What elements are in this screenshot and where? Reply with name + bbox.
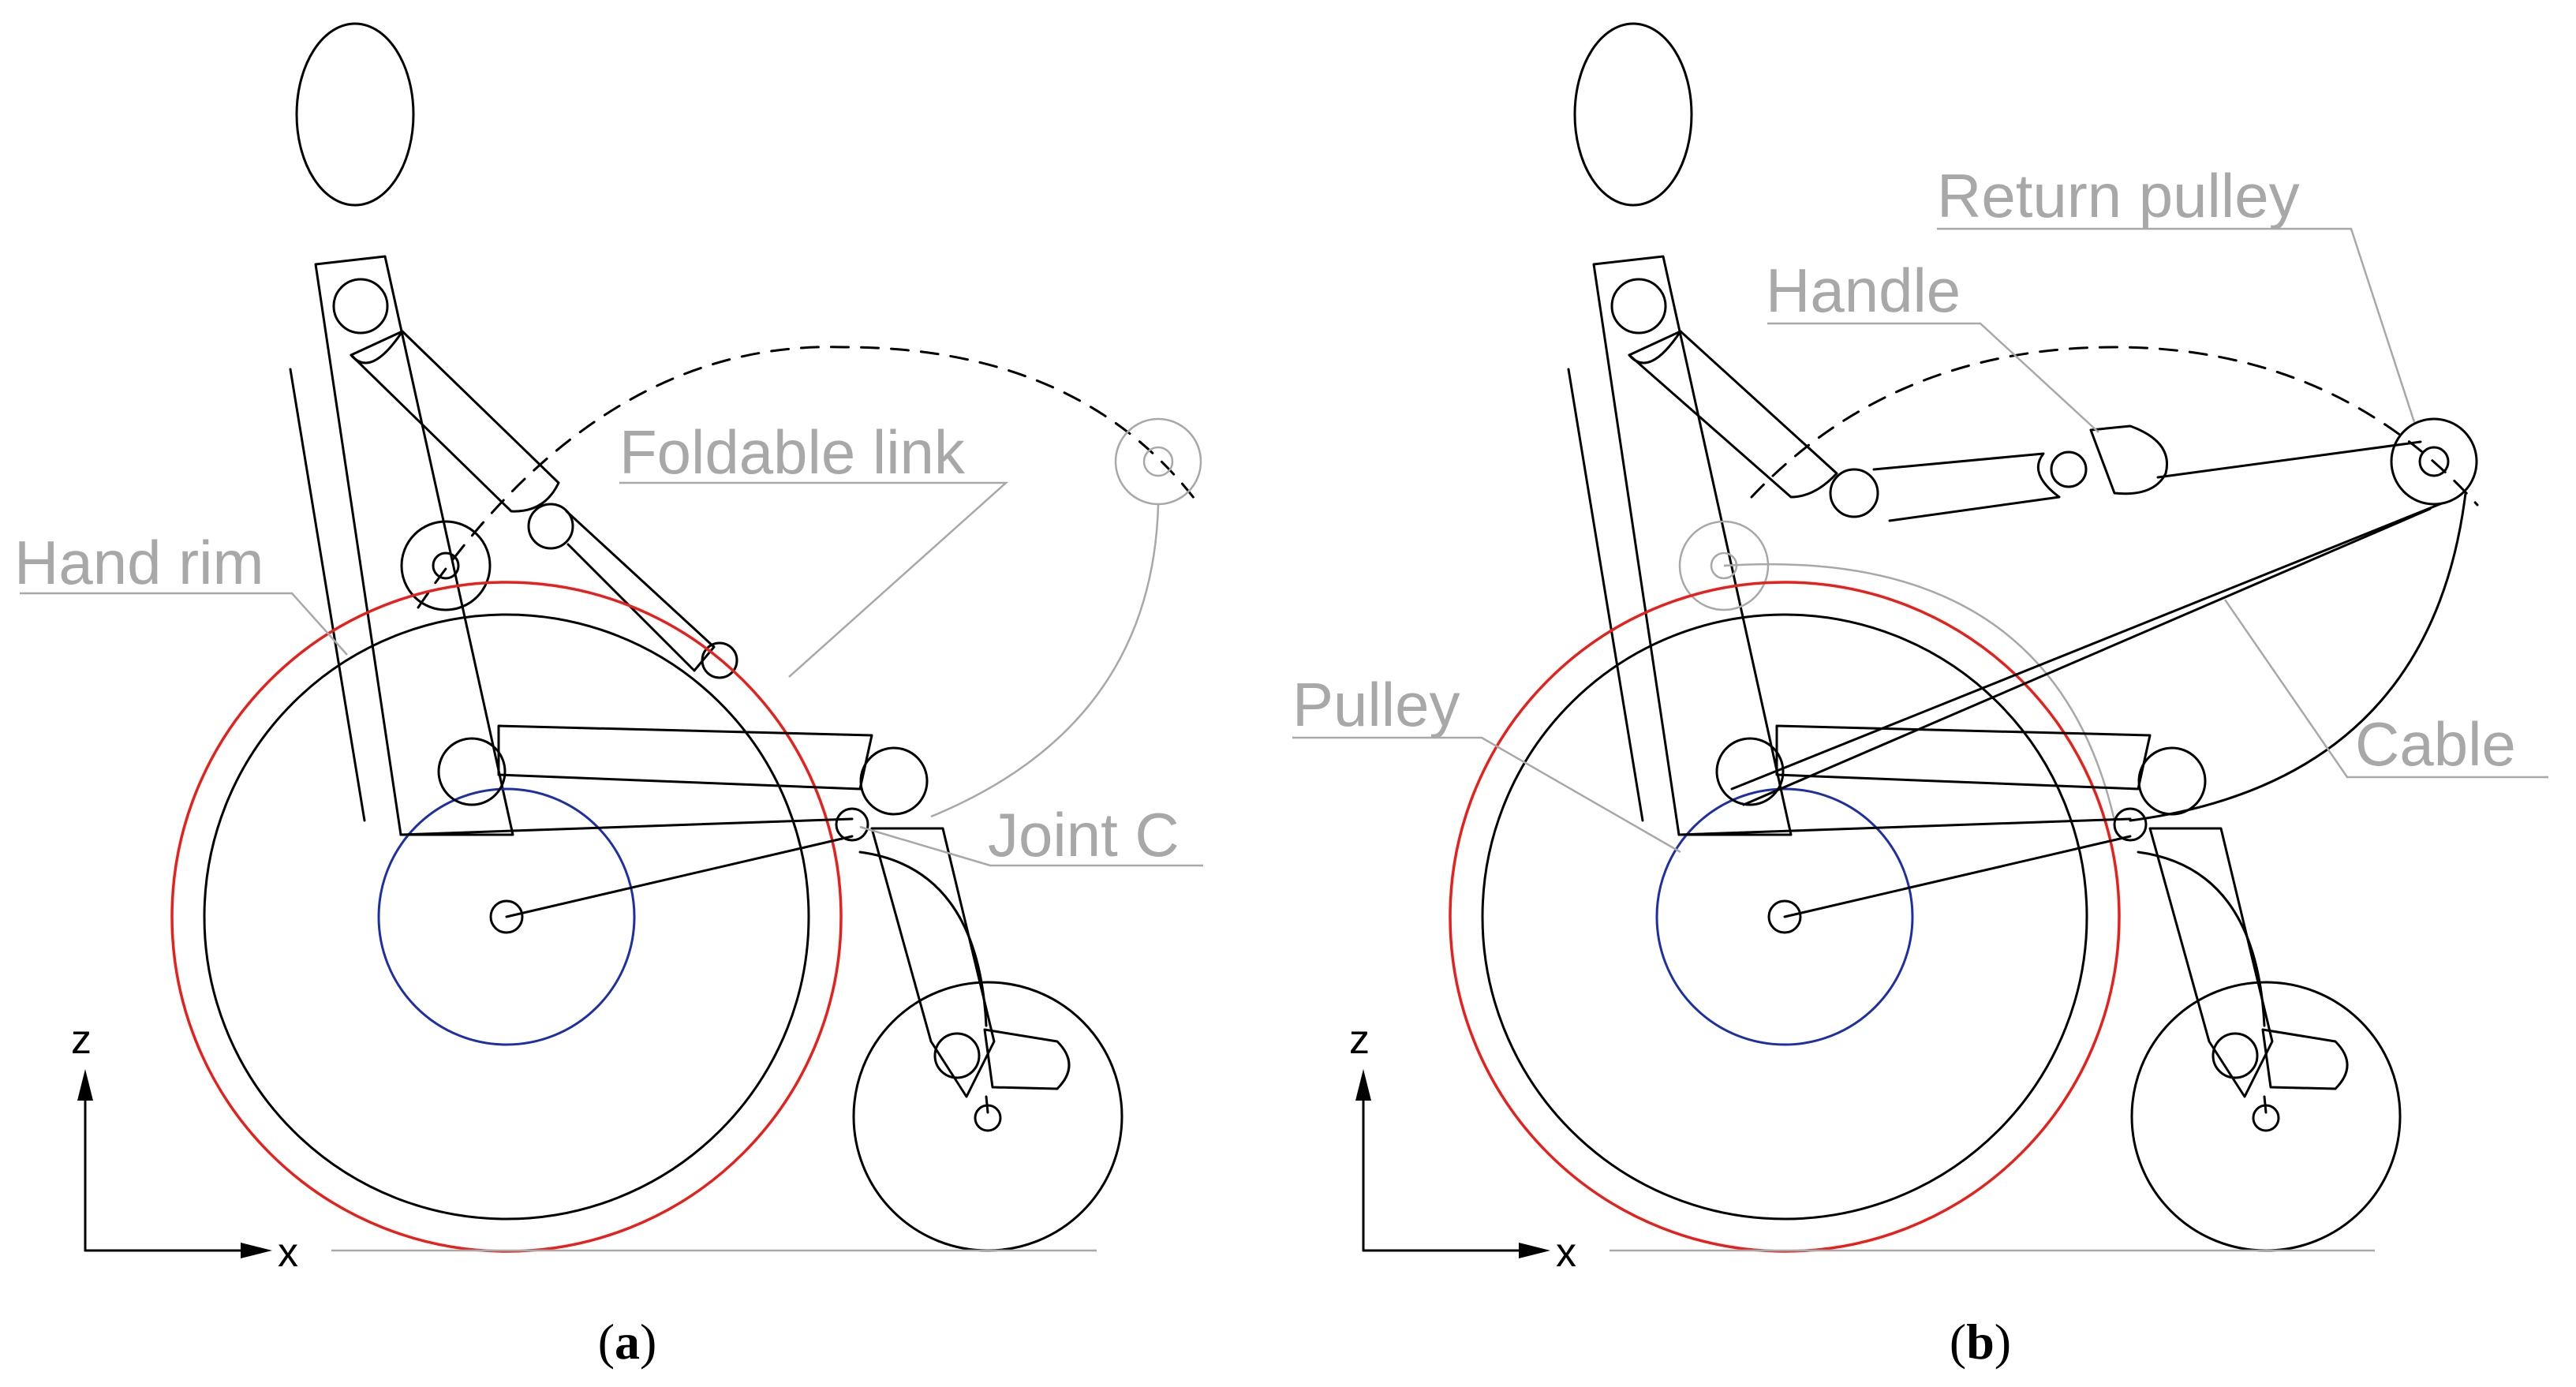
handle-label: Handle bbox=[1766, 256, 1961, 325]
cable bbox=[1730, 440, 2467, 822]
ghost-joint-outer bbox=[1114, 417, 1202, 506]
joint-c-label: Joint C bbox=[988, 800, 1180, 869]
ghost-joint-inner bbox=[1142, 446, 1174, 477]
foldable-link-leader bbox=[619, 481, 1009, 678]
foldable-link-arc bbox=[417, 346, 1201, 609]
panel-a: Foldable link Hand rim Joint C z x (a) bbox=[14, 22, 1203, 1370]
return-pulley-label: Return pulley bbox=[1937, 161, 2300, 230]
z-axis-label: z bbox=[71, 1017, 92, 1063]
occupant-head bbox=[1573, 22, 1693, 207]
wheel-hub bbox=[489, 899, 524, 934]
backrest bbox=[289, 255, 514, 836]
pulley-leader bbox=[1292, 736, 1681, 854]
pulley bbox=[377, 787, 636, 1046]
main-wheel bbox=[203, 613, 810, 1221]
x-axis-label: x bbox=[1556, 1230, 1576, 1276]
ghost-shoulder-outer bbox=[1678, 520, 1770, 611]
x-axis-label: x bbox=[278, 1230, 298, 1276]
handle bbox=[2089, 424, 2168, 495]
pulley-label: Pulley bbox=[1292, 670, 1460, 739]
cable-label: Cable bbox=[2355, 709, 2516, 779]
caster-wheel bbox=[2130, 981, 2402, 1252]
cable-leader bbox=[2223, 599, 2548, 779]
handle-arc bbox=[1750, 346, 2479, 507]
return-pulley-inner bbox=[2418, 446, 2450, 477]
return-pulley-outer bbox=[2390, 417, 2478, 506]
joint-c-leader bbox=[859, 825, 1203, 867]
caption-b: (b) bbox=[1950, 1314, 2011, 1370]
handle-leader bbox=[1767, 322, 2099, 433]
foldable-link-upper bbox=[350, 330, 738, 679]
foldable-link-label: Foldable link bbox=[619, 417, 966, 487]
main-wheel bbox=[1481, 613, 2088, 1221]
seat-frame bbox=[399, 724, 929, 918]
shoulder-joint-outer bbox=[400, 520, 492, 611]
return-pulley-leader bbox=[1937, 227, 2416, 423]
caption-a: (a) bbox=[598, 1314, 657, 1370]
ghost-arc bbox=[930, 504, 1160, 818]
axes-a: z x bbox=[71, 1017, 298, 1276]
panel-b: Return pulley Handle Pulley Cable z x (b… bbox=[1292, 22, 2548, 1370]
pulley bbox=[1655, 787, 1914, 1046]
caster-wheel bbox=[852, 981, 1123, 1252]
foldable-link-unfolded bbox=[1829, 424, 2168, 522]
seat-frame bbox=[1677, 724, 2207, 918]
occupant-head bbox=[295, 22, 415, 207]
hand-rim-leader bbox=[20, 592, 348, 656]
leg-link bbox=[858, 827, 1071, 1132]
wheel-hub bbox=[1767, 899, 1802, 934]
shoulder-joint-inner bbox=[432, 551, 460, 580]
axes-b: z x bbox=[1349, 1017, 1576, 1276]
cable-route-grey bbox=[1723, 563, 2116, 821]
z-axis-label: z bbox=[1349, 1017, 1370, 1063]
backrest bbox=[1567, 255, 1838, 836]
joint-c bbox=[2113, 807, 2148, 842]
hand-rim-label: Hand rim bbox=[14, 528, 264, 597]
leg-link bbox=[2137, 827, 2349, 1132]
joint-c bbox=[835, 807, 869, 842]
